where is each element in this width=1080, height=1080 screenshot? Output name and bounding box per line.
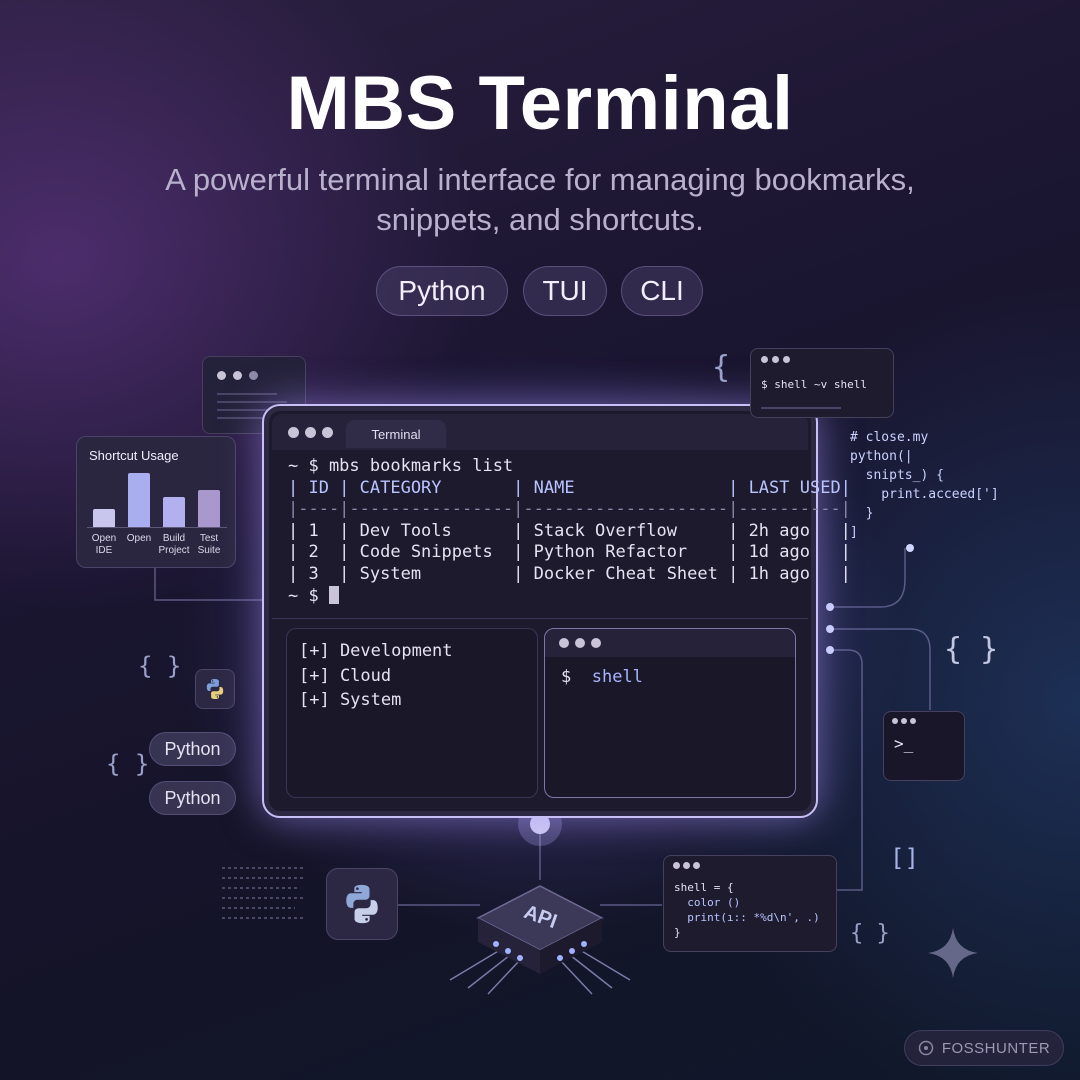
brand-logo-icon — [918, 1040, 934, 1056]
tree-pane: [+] Development [+] Cloud [+] System — [286, 628, 538, 798]
shortcut-usage-title: Shortcut Usage — [89, 448, 179, 463]
window-dot — [910, 718, 916, 724]
shell-command: shell — [591, 667, 643, 687]
bar-test-suite — [198, 490, 220, 527]
terminal-output: ~ $ mbs bookmarks list| ID | CATEGORY | … — [288, 456, 851, 607]
prompt-line: ~ $ — [288, 585, 851, 608]
python-icon — [195, 669, 235, 709]
window-dot[interactable] — [305, 427, 316, 438]
python-logo-icon — [326, 868, 398, 940]
tag-tui[interactable]: TUI — [523, 266, 607, 316]
text-placeholder — [217, 401, 287, 403]
brand-name: FOSSHUNTER — [941, 1039, 1051, 1057]
brand-badge[interactable]: FOSSHUNTER — [904, 1030, 1064, 1066]
window-dot[interactable] — [288, 427, 299, 438]
text-placeholder — [217, 409, 267, 411]
window-dot — [217, 371, 226, 380]
tab-terminal[interactable]: Terminal — [346, 420, 446, 448]
command-line: ~ $ mbs bookmarks list — [288, 456, 514, 476]
window-dot[interactable] — [322, 427, 333, 438]
braces-glyph: { } — [944, 632, 999, 667]
table-row[interactable]: | 2 | Code Snippets | Python Refactor | … — [288, 542, 851, 563]
braces-glyph: { } — [138, 652, 182, 680]
window-dot — [693, 862, 700, 869]
subtitle-line-2: snippets, and shortcuts. — [376, 202, 704, 237]
terminal-prompt-icon: >_ — [894, 734, 914, 753]
table-header: | ID | CATEGORY | NAME | LAST USED| — [288, 477, 851, 498]
main-terminal-window: [+] Development [+] Cloud [+] System $ she… — [262, 404, 818, 818]
shell-line: $ shell — [561, 667, 643, 687]
tag-cli[interactable]: CLI — [621, 266, 703, 316]
tree-item-development[interactable]: [+] Development — [299, 641, 453, 661]
pane-divider — [272, 618, 808, 619]
bar-open — [128, 473, 150, 527]
page-title: MBS Terminal — [286, 61, 794, 146]
brace-glyph: { — [712, 350, 731, 385]
code-snippet: shell = { color () print(ı:: *%d\n', .)} — [674, 881, 820, 939]
prompt: ~ $ — [288, 585, 329, 606]
window-dot — [683, 862, 690, 869]
api-chip-icon: API — [449, 885, 631, 995]
page-subtitle: A powerful terminal interface for managi… — [100, 160, 980, 240]
python-chip[interactable]: Python — [149, 732, 236, 766]
window-dot — [673, 862, 680, 869]
text-placeholder — [761, 407, 841, 409]
shell-pane[interactable]: $ shell — [544, 628, 796, 798]
shell-prompt: $ — [561, 667, 572, 687]
window-dot — [783, 356, 790, 363]
table-divider: |----|----------------|-----------------… — [288, 499, 851, 520]
text-placeholder — [217, 417, 283, 419]
shell-pane-titlebar — [545, 629, 795, 657]
tree-list: [+] Development [+] Cloud [+] System — [299, 639, 453, 713]
bar-open-ide — [93, 509, 115, 527]
window-dot — [901, 718, 907, 724]
window-dot — [575, 638, 585, 648]
bar-build-project — [163, 497, 185, 527]
tree-item-system[interactable]: [+] System — [299, 690, 402, 710]
window-dot — [892, 718, 898, 724]
label-open: Open — [126, 533, 152, 544]
subtitle-line-1: A powerful terminal interface for managi… — [165, 162, 915, 197]
chart-baseline — [87, 527, 227, 528]
window-dot — [249, 371, 258, 380]
window-dot — [761, 356, 768, 363]
braces-glyph: { } — [850, 921, 890, 946]
window-dot — [772, 356, 779, 363]
tag-python[interactable]: Python — [376, 266, 508, 316]
mini-terminal-window: >_ — [883, 711, 965, 781]
tree-item-cloud[interactable]: [+] Cloud — [299, 665, 392, 686]
braces-glyph: { } — [106, 750, 150, 778]
text-placeholder — [217, 393, 277, 395]
python-chip[interactable]: Python — [149, 781, 236, 815]
shell-window: $ shell ~v shell — [750, 348, 894, 418]
window-dot — [559, 638, 569, 648]
window-dot — [591, 638, 601, 648]
table-row[interactable]: | 3 | System | Docker Cheat Sheet | 1h a… — [288, 563, 851, 584]
table-row[interactable]: | 1 | Dev Tools | Stack Overflow | 2h ag… — [288, 520, 851, 541]
text-cursor[interactable] — [328, 585, 339, 604]
window-dot — [233, 371, 242, 380]
code-window: shell = { color () print(ı:: *%d\n', .)} — [663, 855, 837, 952]
shell-command-text: $ shell ~v shell — [761, 378, 867, 391]
brackets-glyph: [] — [890, 844, 919, 872]
